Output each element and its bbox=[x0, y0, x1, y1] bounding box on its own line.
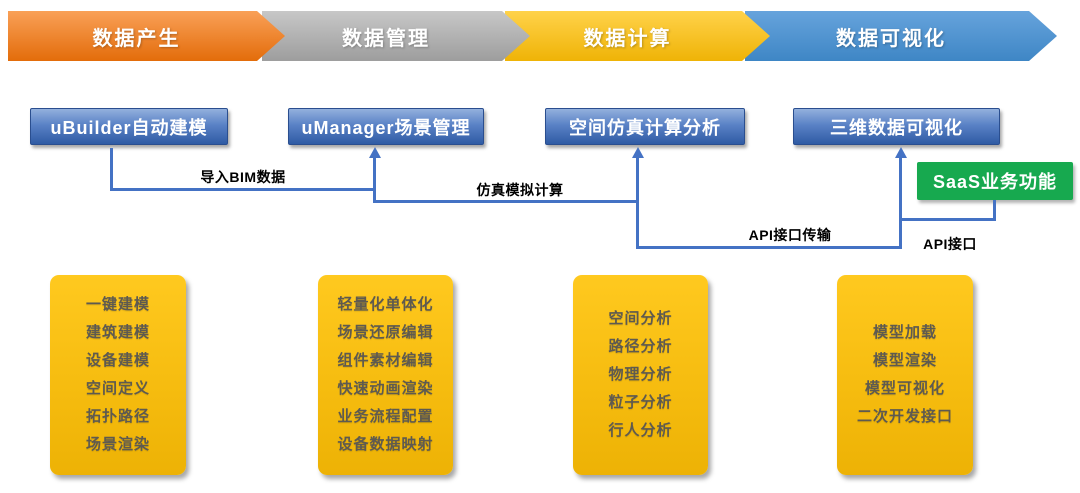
feature-item: 业务流程配置 bbox=[337, 408, 434, 425]
feature-box-3d-visualization: 模型加载模型渲染模型可视化二次开发接口 bbox=[837, 275, 973, 475]
feature-item: 拓扑路径 bbox=[85, 408, 150, 425]
feature-item: 设备数据映射 bbox=[337, 436, 434, 453]
arrow-up-icon bbox=[895, 147, 907, 158]
connector-line bbox=[901, 218, 996, 221]
feature-box-simulation: 空间分析路径分析物理分析粒子分析行人分析 bbox=[573, 275, 708, 475]
feature-item: 场景渲染 bbox=[85, 436, 150, 453]
module-box-simulation: 空间仿真计算分析 bbox=[545, 108, 745, 145]
connector-line bbox=[110, 148, 113, 191]
connector-label-bim: 导入BIM数据 bbox=[200, 169, 286, 185]
stage-label: 数据产生 bbox=[92, 27, 181, 50]
feature-item: 物理分析 bbox=[608, 366, 673, 383]
feature-item: 建筑建模 bbox=[85, 324, 150, 341]
feature-item: 模型加载 bbox=[872, 324, 937, 341]
connector-line bbox=[636, 246, 902, 249]
stage-chevron-data-generation: 数据产生 bbox=[8, 11, 285, 61]
connector-line bbox=[993, 200, 996, 221]
connector-label-simulation: 仿真模拟计算 bbox=[476, 182, 564, 198]
feature-item: 路径分析 bbox=[608, 338, 673, 355]
feature-item: 设备建模 bbox=[85, 352, 150, 369]
module-box-3d-visualization: 三维数据可视化 bbox=[793, 108, 1000, 145]
module-box-ubuilder: uBuilder自动建模 bbox=[30, 108, 228, 145]
feature-item: 场景还原编辑 bbox=[337, 324, 434, 341]
feature-item: 轻量化单体化 bbox=[337, 296, 434, 313]
feature-item: 行人分析 bbox=[608, 422, 673, 439]
connector-line bbox=[373, 156, 376, 203]
connector-label-api: API接口 bbox=[923, 236, 977, 252]
feature-item: 模型可视化 bbox=[864, 380, 945, 397]
feature-item: 二次开发接口 bbox=[856, 408, 953, 425]
feature-item: 模型渲染 bbox=[872, 352, 937, 369]
feature-item: 组件素材编辑 bbox=[337, 352, 434, 369]
connector-line bbox=[899, 156, 902, 249]
module-box-umanager: uManager场景管理 bbox=[288, 108, 484, 145]
connector-line bbox=[110, 188, 376, 191]
connector-label-api-transfer: API接口传输 bbox=[748, 227, 832, 243]
saas-box: SaaS业务功能 bbox=[917, 162, 1073, 200]
stage-chevron-data-visualization: 数据可视化 bbox=[745, 11, 1057, 61]
feature-item: 空间定义 bbox=[85, 380, 150, 397]
stage-label: 数据管理 bbox=[342, 27, 430, 50]
stage-chevron-data-computation: 数据计算 bbox=[505, 11, 770, 61]
stage-chevron-data-management: 数据管理 bbox=[262, 11, 530, 61]
arrow-up-icon bbox=[369, 147, 381, 158]
connector-line bbox=[373, 200, 639, 203]
stage-label: 数据计算 bbox=[583, 27, 672, 50]
feature-box-umanager: 轻量化单体化场景还原编辑组件素材编辑快速动画渲染业务流程配置设备数据映射 bbox=[318, 275, 453, 475]
stage-label: 数据可视化 bbox=[836, 27, 946, 50]
feature-box-ubuilder: 一键建模建筑建模设备建模空间定义拓扑路径场景渲染 bbox=[50, 275, 186, 475]
feature-item: 空间分析 bbox=[608, 310, 673, 327]
arrow-up-icon bbox=[632, 147, 644, 158]
feature-item: 快速动画渲染 bbox=[337, 380, 434, 397]
feature-item: 粒子分析 bbox=[608, 394, 673, 411]
feature-item: 一键建模 bbox=[85, 296, 150, 313]
connector-line bbox=[636, 156, 639, 249]
